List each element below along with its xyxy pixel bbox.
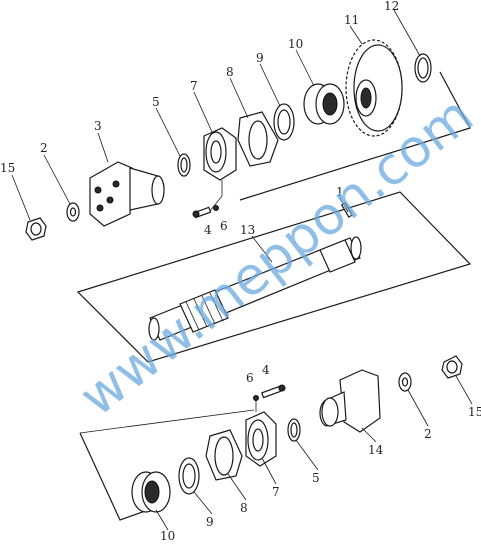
callout-7-lower: 7 [272, 485, 280, 499]
upper-assembly-frame [239, 71, 471, 201]
callout-9-lower: 9 [206, 515, 214, 529]
callout-8-upper: 8 [226, 65, 234, 79]
shaft-assembly-frame [76, 191, 472, 363]
callout-15-lower: 15 [468, 405, 481, 419]
callout-14: 14 [368, 443, 384, 457]
nut-part-15-upper [25, 217, 47, 241]
callout-11: 11 [344, 13, 359, 27]
callout-8-lower: 8 [240, 501, 248, 515]
lower-assembly-frame [79, 432, 149, 521]
spacer-part-9-lower [178, 457, 200, 495]
leader-lines [11, 9, 473, 531]
bolt-part-4-upper [192, 206, 212, 219]
seal-ring-part-5-upper [177, 153, 191, 177]
callout-6-upper: 6 [220, 219, 228, 233]
yoke-part-14 [319, 369, 381, 433]
washer-part-2-upper [66, 202, 80, 222]
snap-ring-part-12 [414, 53, 432, 83]
lock-washer-part-6-upper [213, 205, 219, 211]
callout-12: 12 [384, 0, 399, 13]
callout-2-lower: 2 [424, 427, 432, 441]
callout-10-upper: 10 [288, 37, 303, 51]
flange-yoke-part-3 [89, 161, 165, 227]
washer-part-2-lower [398, 372, 412, 392]
main-shaft-part-13 [148, 236, 362, 341]
callout-2-upper: 2 [40, 141, 48, 155]
callout-5-lower: 5 [312, 471, 320, 485]
gasket-part-8-upper [237, 111, 279, 167]
bearing-part-10-lower [131, 471, 171, 513]
bearing-part-10-upper [303, 83, 345, 125]
lock-washer-part-6-lower [253, 395, 259, 401]
seal-ring-part-5-lower [287, 418, 301, 442]
callout-7-upper: 7 [190, 79, 198, 93]
callout-3: 3 [94, 119, 102, 133]
callout-4-upper: 4 [204, 223, 212, 237]
gear-part-11 [345, 39, 403, 137]
callout-15-upper: 15 [0, 161, 15, 175]
bearing-cover-part-7-upper [203, 127, 237, 181]
gasket-part-8-lower [205, 429, 243, 481]
callout-6-lower: 6 [246, 371, 254, 385]
callout-10-lower: 10 [160, 529, 175, 543]
nut-part-15-lower [441, 355, 463, 379]
callout-1: 1 [336, 185, 344, 199]
callout-5-upper: 5 [152, 95, 160, 109]
callout-9-upper: 9 [256, 51, 264, 65]
callout-13: 13 [240, 223, 255, 237]
callout-4-lower: 4 [262, 363, 270, 377]
lower-frame-top-edge [79, 409, 255, 434]
spacer-part-9-upper [273, 103, 295, 141]
bearing-cover-part-7-lower [245, 411, 277, 467]
bolt-part-4-lower [261, 384, 286, 399]
